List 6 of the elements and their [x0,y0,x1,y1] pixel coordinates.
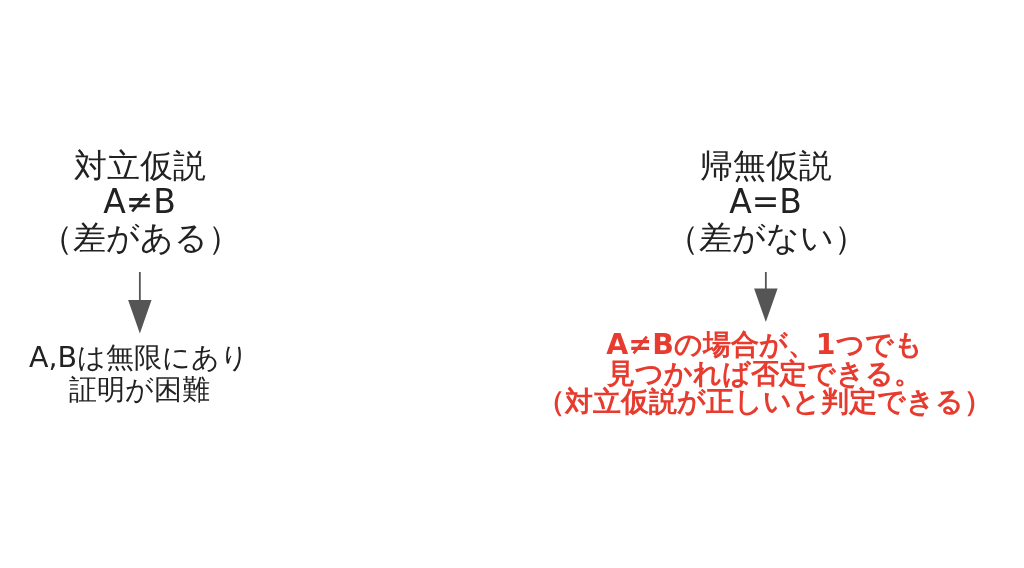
node-text: 帰無仮説 A=B （差がない） [666,145,868,257]
arrow [754,270,778,322]
node-text: A,Bは無限にあり証明が困難 [29,340,250,406]
node-text: A≠Bの場合が、1つでも見つかれば否定できる。 （対立仮説が正しいと判定できる） [536,327,992,418]
arrow [128,270,152,333]
node-text: 対立仮説 A≠B （差がある） [40,145,242,257]
